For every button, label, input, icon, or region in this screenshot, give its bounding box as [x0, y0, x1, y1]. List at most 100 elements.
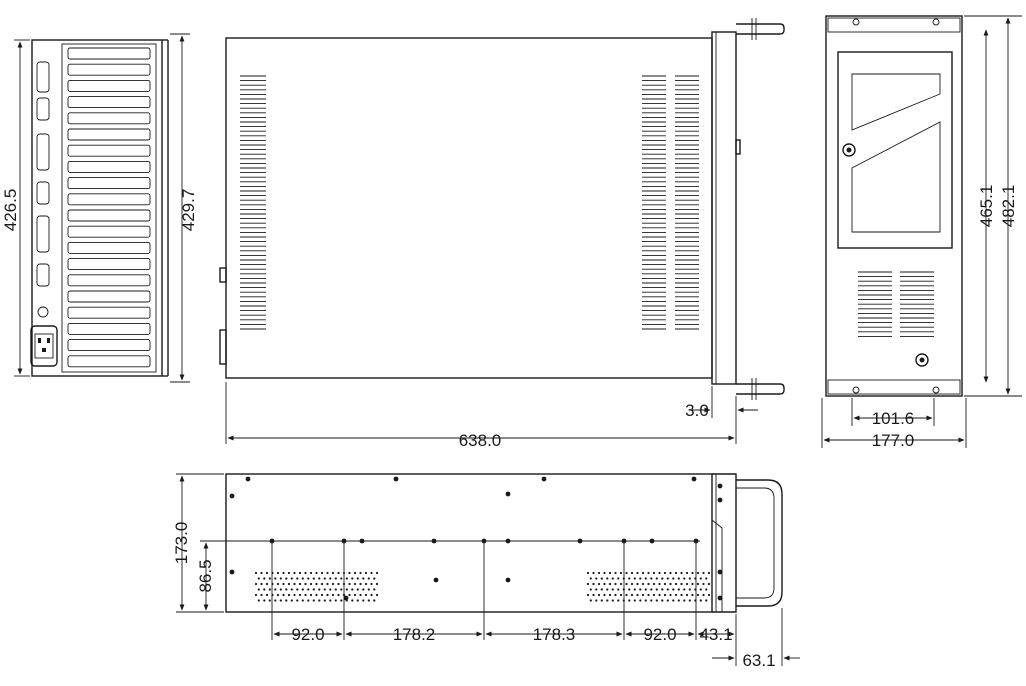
perforation: [691, 571, 694, 575]
perforation: [603, 571, 606, 575]
perforation: [600, 577, 603, 580]
dim-handle-depth: 63.1: [742, 651, 775, 670]
perforation: [636, 582, 639, 586]
perforation: [705, 577, 708, 580]
dim-side-spacing-3: 178.3: [533, 625, 576, 644]
power-socket-icon: [30, 325, 58, 367]
perforation: [326, 571, 329, 575]
perforation: [647, 582, 650, 586]
perforation: [290, 588, 293, 591]
perforation: [285, 588, 288, 591]
perforation: [595, 577, 598, 580]
perforation: [279, 577, 282, 580]
perforation: [301, 599, 304, 602]
perforation: [614, 593, 617, 597]
perforation: [597, 571, 601, 575]
perforation: [323, 599, 326, 602]
perforation: [318, 577, 321, 580]
perforation: [586, 571, 590, 575]
perforation: [652, 593, 656, 597]
perforation: [661, 577, 664, 580]
expansion-slot: [67, 339, 151, 352]
perforation: [707, 582, 711, 586]
perforation: [639, 577, 642, 580]
perforation: [296, 588, 299, 591]
front-door: [837, 51, 953, 249]
rear-view: 426.5 429.7: [1, 33, 198, 383]
perforation: [340, 577, 343, 580]
expansion-slot: [67, 241, 151, 254]
mounting-hole: [229, 493, 235, 499]
perforation: [265, 571, 269, 575]
perforation: [334, 588, 337, 591]
perforation: [257, 577, 260, 580]
perforation: [260, 593, 263, 597]
perforation: [628, 599, 631, 602]
perforation: [672, 599, 675, 602]
perforation: [320, 582, 324, 586]
perforation: [647, 593, 650, 597]
perforation: [696, 571, 700, 575]
perforation: [348, 593, 351, 597]
perforation: [691, 582, 694, 586]
perforation: [672, 588, 675, 591]
perforation: [282, 571, 285, 575]
perforation: [351, 599, 354, 602]
perforation: [309, 571, 313, 575]
perforation: [329, 599, 332, 602]
side-view: 173.0 86.5 92.0 178.2 178.3 92.0 43.1 63…: [172, 473, 800, 670]
expansion-slot: [67, 47, 151, 60]
perforation: [320, 571, 324, 575]
perforation: [268, 588, 271, 591]
perforation: [293, 571, 296, 575]
perforation: [285, 577, 288, 580]
expansion-slot: [67, 225, 151, 238]
perforation: [663, 593, 667, 597]
perforation: [705, 599, 708, 602]
mounting-hole: [541, 476, 547, 482]
perforation: [340, 588, 343, 591]
perforation: [279, 588, 282, 591]
perforation: [348, 571, 351, 575]
perforation: [353, 593, 357, 597]
perforation: [619, 582, 623, 586]
mounting-hole: [343, 595, 349, 601]
perforation: [276, 593, 280, 597]
mounting-hole: [691, 476, 697, 482]
perforation: [362, 599, 365, 602]
perforation: [331, 571, 335, 575]
power-button-icon: [915, 353, 929, 367]
dim-side-height: 173.0: [172, 522, 191, 565]
front-vent-slots: [858, 271, 934, 337]
perforation: [685, 571, 689, 575]
perforation: [296, 577, 299, 580]
perforation: [639, 599, 642, 602]
perforation: [274, 588, 277, 591]
perforation: [608, 582, 612, 586]
expansion-slots: [67, 47, 151, 368]
perforation: [589, 599, 592, 602]
perforation: [606, 577, 609, 580]
expansion-slot: [67, 144, 151, 157]
perforation: [356, 577, 359, 580]
perforation: [367, 588, 370, 591]
perforation: [669, 593, 672, 597]
perforation: [666, 577, 669, 580]
expansion-slot: [67, 112, 151, 125]
expansion-slot: [67, 355, 151, 368]
perforation: [589, 588, 592, 591]
perforation: [274, 599, 277, 602]
perforation: [685, 582, 689, 586]
mounting-hole: [505, 491, 511, 497]
perforation: [370, 582, 373, 586]
perforation: [672, 577, 675, 580]
perforation: [298, 593, 302, 597]
dim-front-total: 177.0: [872, 431, 915, 450]
dim-side-spacing-5: 43.1: [699, 625, 732, 644]
perforation: [370, 571, 373, 575]
perforation: [334, 577, 337, 580]
perforation: [285, 599, 288, 602]
perforation: [655, 588, 658, 591]
perforation: [309, 593, 313, 597]
perforation: [345, 577, 348, 580]
